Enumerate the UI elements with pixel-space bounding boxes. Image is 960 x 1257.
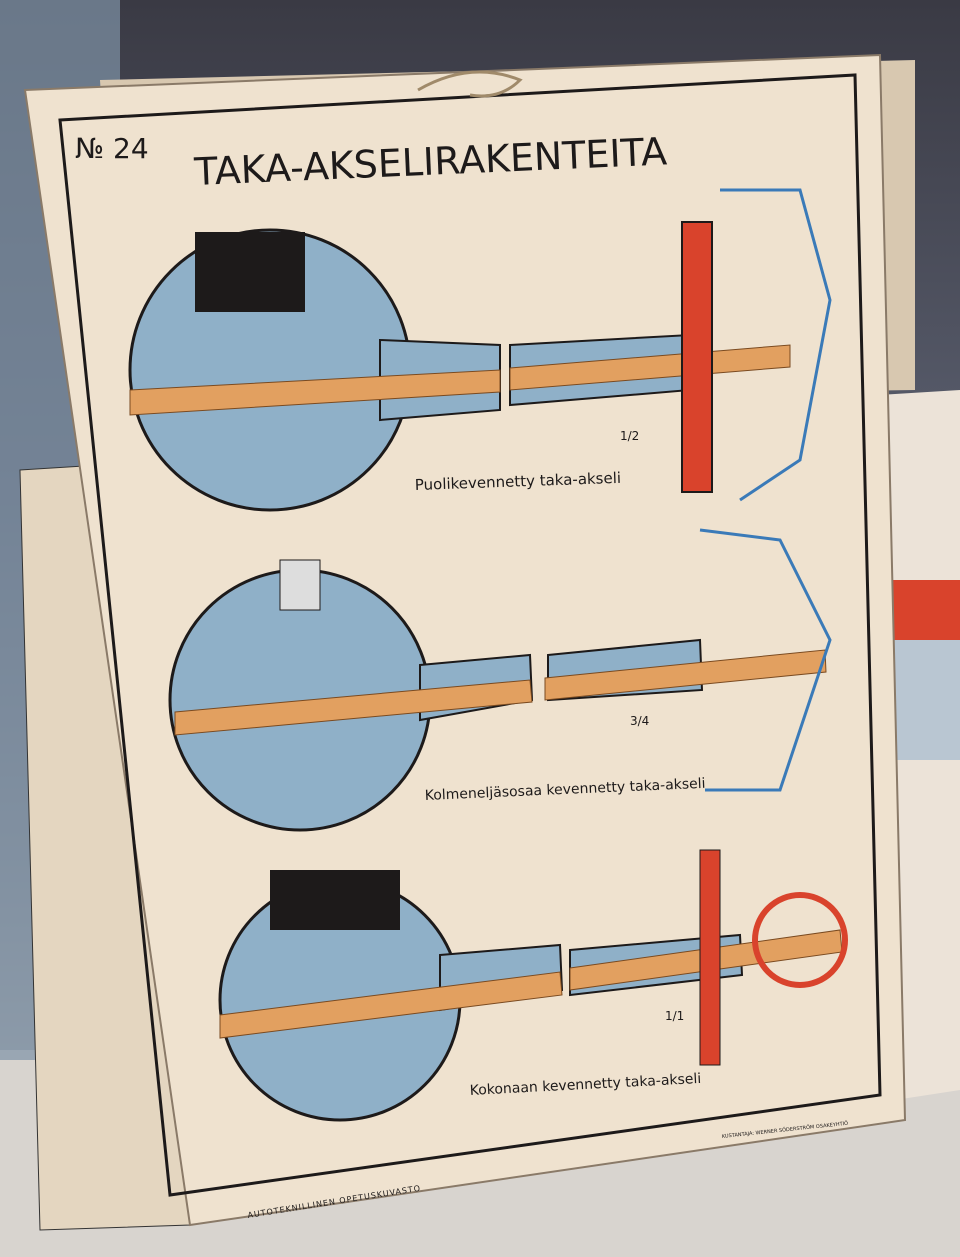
brake-drum (681, 221, 713, 493)
axle-shaft (129, 369, 501, 416)
diagram-full-floating-axle: Kokonaan kevennetty taka-akseli 1/1 (218, 849, 848, 1122)
poster-border (58, 73, 882, 1197)
wheel-rim (699, 528, 832, 792)
handwritten-note: 1/2 (620, 429, 639, 443)
handwritten-note: 3/4 (630, 714, 649, 728)
diagram-three-quarter-floating-axle: Kolmeneljäsosaa kevennetty taka-akseli 3… (168, 528, 832, 832)
diagram-semi-floating-axle: Puolikevennetty taka-akseli 1/2 (128, 188, 832, 512)
pinion-housing (195, 232, 305, 312)
axle-shaft (544, 649, 827, 701)
axle-shaft (219, 971, 563, 1039)
right-poster-red-part (885, 580, 960, 640)
brake-drum (699, 849, 721, 1066)
pinion-shaft (279, 559, 321, 611)
axle-shaft (174, 679, 533, 736)
hanging-string (417, 70, 523, 98)
right-poster-blue-part (885, 640, 960, 760)
pinion-housing (270, 870, 400, 930)
handwritten-note: 1/1 (665, 1009, 684, 1023)
wheel-rim (720, 188, 832, 502)
wheel-hub (752, 892, 848, 988)
poster-number: № 24 (75, 132, 149, 165)
